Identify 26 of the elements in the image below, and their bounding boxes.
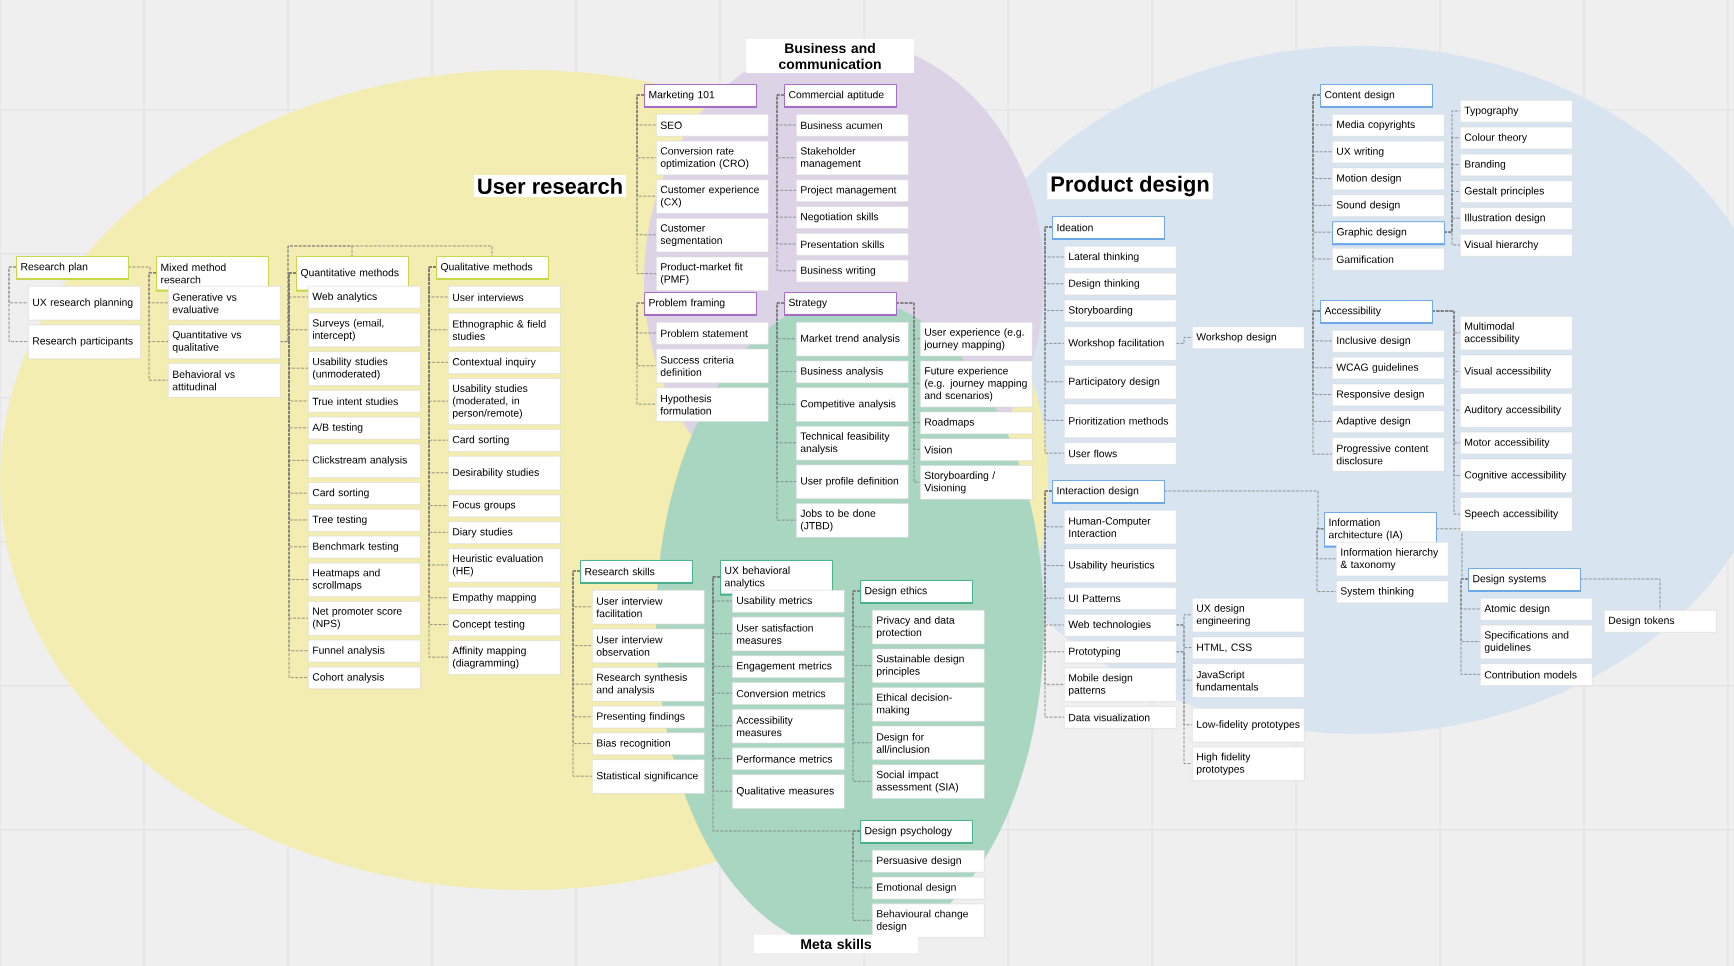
connector-line <box>1316 528 1337 592</box>
connector-line <box>1460 578 1481 675</box>
connector-line <box>572 570 593 777</box>
connector-line <box>1312 310 1333 455</box>
connector-line <box>1312 94 1321 312</box>
connector-line <box>279 245 493 342</box>
connector-line <box>1443 231 1461 246</box>
connector-line <box>636 94 657 274</box>
connector-line <box>636 302 657 405</box>
connector-line <box>127 266 157 274</box>
connector-line <box>1175 651 1193 764</box>
connector-line <box>1431 310 1461 515</box>
section-title: Product design <box>1047 172 1213 200</box>
connector-line <box>8 266 29 342</box>
section-title: User research <box>473 174 627 197</box>
connector-line <box>1579 578 1661 611</box>
connector-line <box>1175 337 1193 344</box>
connector-line <box>776 94 797 272</box>
connector-line <box>776 302 797 521</box>
connector-line <box>1435 528 1469 580</box>
connector-line <box>1163 490 1325 530</box>
connector-line <box>1175 624 1193 681</box>
connector-line <box>895 302 921 483</box>
connector-line <box>852 830 873 921</box>
connector-line <box>852 590 873 782</box>
connector-line <box>148 272 169 381</box>
